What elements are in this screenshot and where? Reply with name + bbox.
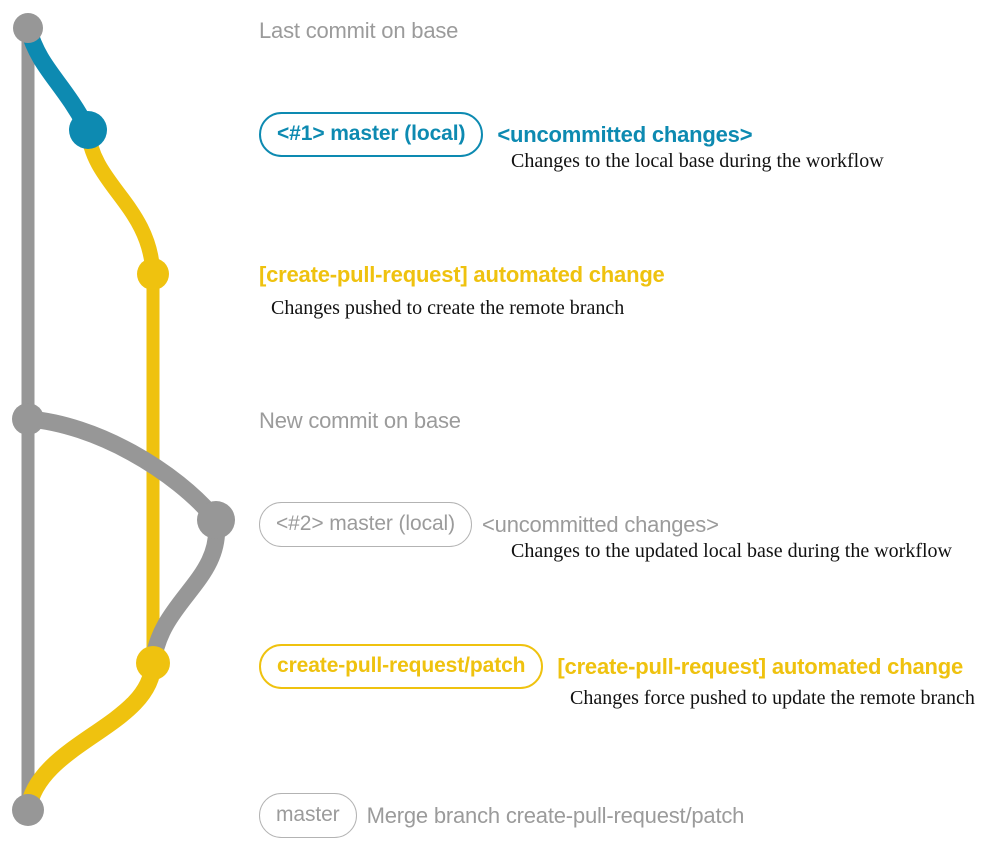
branch-badge-create-pull-request-patch[interactable]: create-pull-request/patch — [259, 644, 544, 689]
commit-description-local-master-1: Changes to the local base during the wor… — [511, 150, 884, 172]
commit-node-base-2[interactable] — [12, 403, 44, 435]
commit-node-local-1[interactable] — [69, 111, 107, 149]
row-automated-change-2: create-pull-request/patch [create-pull-r… — [259, 644, 963, 689]
updated-local-to-patch-line — [144, 511, 226, 672]
commit-message-new-commit-on-base: New commit on base — [259, 408, 461, 433]
commit-message-local-master-1: <uncommitted changes> — [497, 121, 753, 147]
commit-node-merge[interactable] — [12, 794, 44, 826]
branch-badge-local-master-1[interactable]: <#1> master (local) — [259, 112, 484, 157]
yellow-merge-line — [19, 654, 162, 819]
commit-node-cpr-1[interactable] — [137, 258, 169, 290]
row-local-master-1: <#1> master (local) <uncommitted changes… — [259, 112, 753, 157]
commit-description-local-master-2: Changes to the updated local base during… — [511, 540, 952, 562]
branch-badge-local-master-2[interactable]: <#2> master (local) — [259, 502, 473, 547]
commit-description-automated-change-2: Changes force pushed to update the remot… — [570, 687, 975, 709]
updated-local-branch-line — [19, 410, 225, 529]
commit-message-local-master-2: <uncommitted changes> — [482, 511, 719, 537]
commit-message-last-commit-on-base: Last commit on base — [259, 18, 459, 43]
row-merge-commit: master Merge branch create-pull-request/… — [259, 793, 744, 838]
commit-node-cpr-2[interactable] — [136, 646, 170, 680]
commit-message-merge: Merge branch create-pull-request/patch — [366, 802, 745, 828]
commit-node-base-1[interactable] — [13, 13, 43, 43]
branch-badge-master[interactable]: master — [259, 793, 357, 838]
row-automated-change-1: [create-pull-request] automated change — [259, 264, 665, 286]
row-local-master-2: <#2> master (local) <uncommitted changes… — [259, 502, 719, 547]
commit-description-automated-change-1: Changes pushed to create the remote bran… — [271, 297, 625, 319]
commit-message-automated-change-1: [create-pull-request] automated change — [259, 262, 665, 287]
commit-message-automated-change-2: [create-pull-request] automated change — [557, 653, 963, 679]
commit-node-local-2[interactable] — [197, 501, 235, 539]
